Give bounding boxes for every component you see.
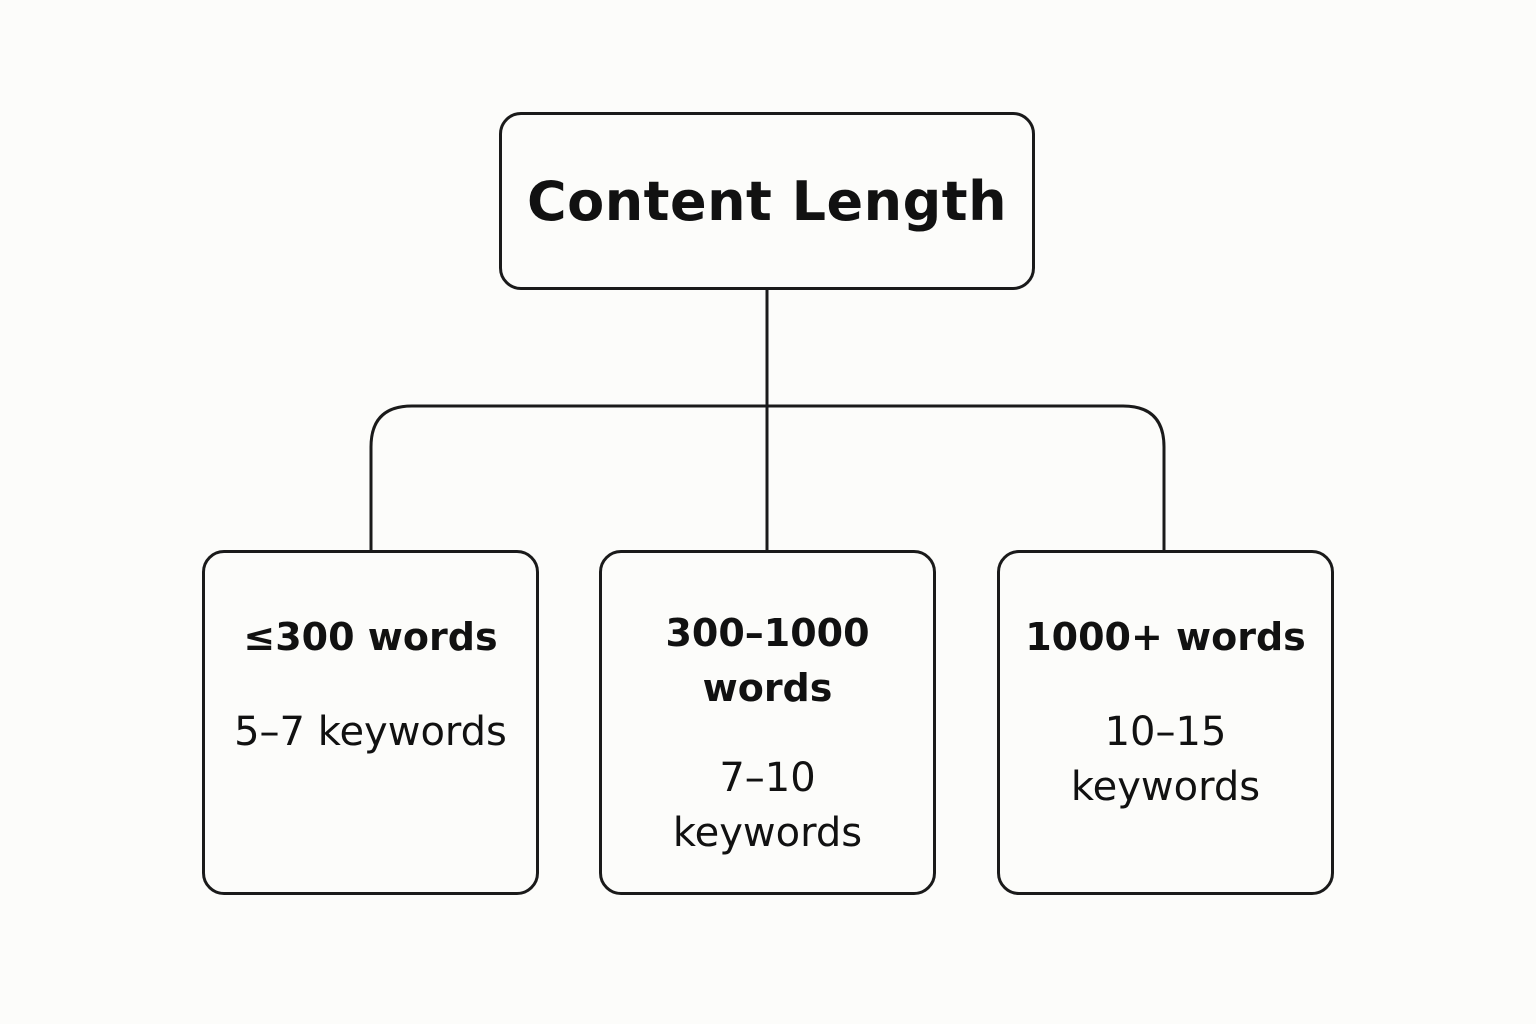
branch-keyword-count: 5–7 keywords	[234, 709, 507, 755]
root-title: Content Length	[526, 169, 1008, 233]
branch-keyword-count: 10–15 keywords	[1070, 709, 1261, 810]
branch-title: ≤300 words	[243, 615, 498, 659]
branch-node-medium: 300–1000 words 7–10 keywords	[599, 550, 936, 895]
root-node: Content Length	[499, 112, 1035, 290]
branch-bar-line	[369, 404, 1166, 550]
branch-title: 300–1000 words	[665, 611, 870, 710]
branch-node-long: 1000+ words 10–15 keywords	[997, 550, 1334, 895]
branch-keyword-count: 7–10 keywords	[672, 755, 863, 856]
branch-node-short: ≤300 words 5–7 keywords	[202, 550, 539, 895]
branch-title: 1000+ words	[1025, 615, 1306, 659]
